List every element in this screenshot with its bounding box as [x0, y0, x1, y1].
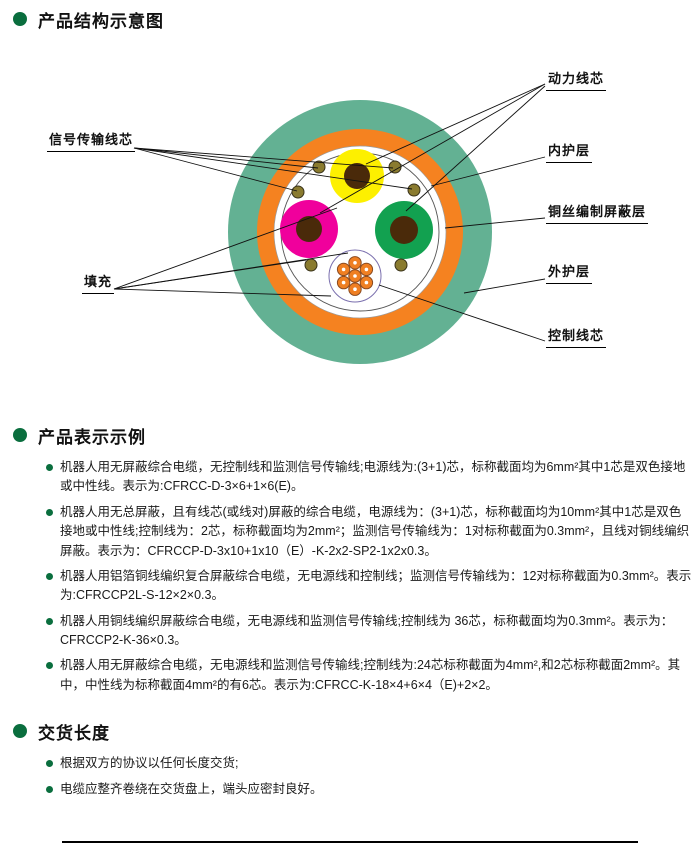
bullet-icon — [46, 760, 53, 768]
list-item: 机器人用无总屏蔽，且有线芯(或线对)屏蔽的综合电缆，电源线为：(3+1)芯，标称… — [46, 503, 692, 561]
examples-section-header: 产品表示示例 — [0, 425, 700, 447]
section-bullet-icon — [13, 724, 27, 739]
power-core-magenta — [280, 200, 338, 258]
list-item: 机器人用铝箔铜线编织复合屏蔽综合电缆，无电源线和控制线；监测信号传输线为：12对… — [46, 567, 692, 606]
list-item: 机器人用无屏蔽综合电缆，无电源线和监测信号传输线;控制线为:24芯标称截面为4m… — [46, 656, 692, 695]
label-signal-core: 信号传输线芯 — [47, 129, 136, 152]
cable-structure-diagram: 动力线芯 信号传输线芯 内护层 铜丝编制屏蔽层 外护层 填充 控制线芯 — [0, 60, 700, 398]
label-control-core: 控制线芯 — [546, 325, 607, 348]
example-text: 机器人用无屏蔽综合电缆，无电源线和监测信号传输线;控制线为:24芯标称截面为4m… — [60, 658, 681, 692]
delivery-section-title: 交货长度 — [38, 723, 110, 743]
label-power-core: 动力线芯 — [546, 68, 607, 91]
control-strand-centers — [341, 261, 369, 291]
list-item: 机器人用无屏蔽综合电缆，无控制线和监测信号传输线;电源线为:(3+1)芯，标称截… — [46, 458, 692, 497]
bullet-icon — [46, 785, 53, 793]
example-text: 机器人用铝箔铜线编织复合屏蔽综合电缆，无电源线和控制线；监测信号传输线为：12对… — [60, 568, 692, 603]
cable-cross-section — [113, 83, 546, 364]
example-text: 机器人用无总屏蔽，且有线芯(或线对)屏蔽的综合电缆，电源线为：(3+1)芯，标称… — [60, 504, 690, 558]
power-core-green — [375, 201, 433, 259]
list-item: 根据双方的协议以任何长度交货; — [46, 754, 692, 773]
example-text: 机器人用无屏蔽综合电缆，无控制线和监测信号传输线;电源线为:(3+1)芯，标称截… — [60, 460, 686, 494]
examples-section: 产品表示示例 机器人用无屏蔽综合电缆，无控制线和监测信号传输线;电源线为:(3+… — [0, 425, 700, 695]
bullet-icon — [46, 508, 53, 516]
delivery-section-header: 交货长度 — [0, 721, 700, 743]
bullet-icon — [46, 572, 53, 580]
control-core-bundle — [328, 249, 382, 303]
structure-section-header: 产品结构示意图 — [0, 9, 700, 31]
control-strands — [336, 256, 374, 296]
delivery-text: 根据双方的协议以任何长度交货; — [60, 756, 239, 771]
label-inner-sheath: 内护层 — [546, 140, 593, 163]
list-item: 电缆应整齐卷绕在交货盘上，端头应密封良好。 — [46, 780, 692, 799]
examples-list: 机器人用无屏蔽综合电缆，无控制线和监测信号传输线;电源线为:(3+1)芯，标称截… — [46, 458, 692, 695]
page-footer-rule — [62, 841, 638, 843]
bullet-icon — [46, 662, 53, 670]
label-filler: 填充 — [82, 271, 115, 294]
bullet-icon — [46, 617, 53, 625]
delivery-list: 根据双方的协议以任何长度交货; 电缆应整齐卷绕在交货盘上，端头应密封良好。 — [46, 754, 692, 799]
examples-section-title: 产品表示示例 — [38, 427, 146, 447]
delivery-section: 交货长度 根据双方的协议以任何长度交货; 电缆应整齐卷绕在交货盘上，端头应密封良… — [0, 721, 700, 799]
section-bullet-icon — [13, 428, 27, 442]
structure-section-title: 产品结构示意图 — [38, 11, 164, 31]
label-braid-shield: 铜丝编制屏蔽层 — [546, 201, 649, 224]
example-text: 机器人用铜线编织屏蔽综合电缆，无电源线和监测信号传输线;控制线为 36芯，标称截… — [60, 613, 674, 647]
label-outer-sheath: 外护层 — [546, 261, 593, 284]
delivery-text: 电缆应整齐卷绕在交货盘上，端头应密封良好。 — [60, 781, 323, 796]
bullet-icon — [46, 464, 53, 471]
power-core-yellow — [330, 149, 384, 203]
section-bullet-icon — [13, 12, 27, 26]
list-item: 机器人用铜线编织屏蔽综合电缆，无电源线和监测信号传输线;控制线为 36芯，标称截… — [46, 612, 692, 651]
leader-lines — [113, 83, 546, 342]
